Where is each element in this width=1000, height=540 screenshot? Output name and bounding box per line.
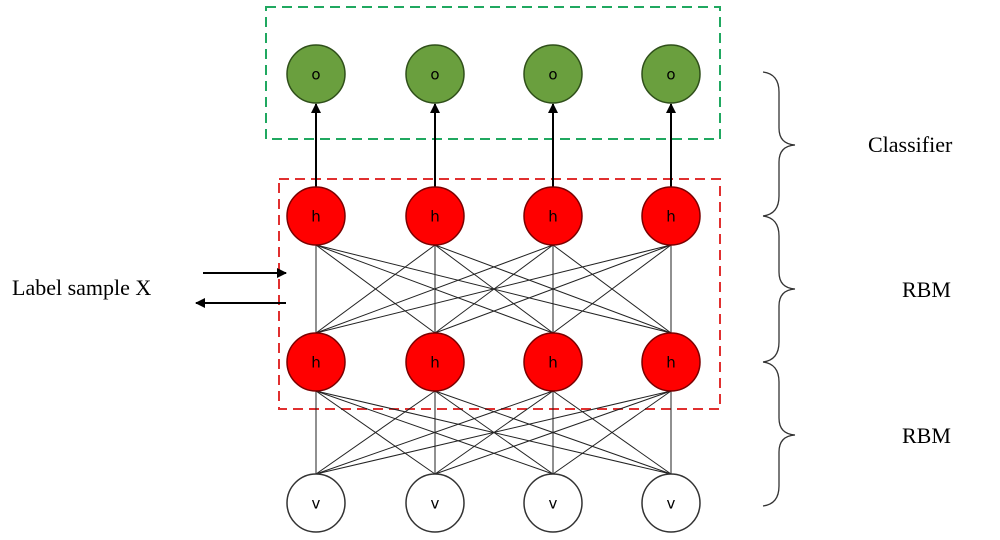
visible-node-label: v <box>431 495 440 513</box>
hidden-node-label: h <box>548 354 558 372</box>
hidden-node-circle <box>523 332 583 392</box>
output-node-circle <box>523 44 583 104</box>
edge <box>552 244 672 334</box>
hidden-node-label: h <box>311 208 321 226</box>
hidden-node-label: h <box>311 354 321 372</box>
hidden-node: h <box>405 186 465 246</box>
hidden-node-label: h <box>430 354 440 372</box>
rbm-lower-label: RBM <box>902 423 951 448</box>
hidden-node-circle <box>405 332 465 392</box>
hidden-node-label: h <box>548 208 558 226</box>
hidden-node-label: h <box>430 208 440 226</box>
edge <box>315 390 672 475</box>
output-node-circle <box>286 44 346 104</box>
hidden-node: h <box>523 332 583 392</box>
visible-node: v <box>641 473 701 533</box>
visible-hidden-edges <box>315 390 672 475</box>
hidden-node-circle <box>286 186 346 246</box>
hidden-output-arrows <box>311 103 676 187</box>
output-node-label: o <box>666 66 675 84</box>
brace-rbm-lower <box>762 361 796 507</box>
edge <box>434 390 672 475</box>
output-node: o <box>286 44 346 104</box>
output-node: o <box>405 44 465 104</box>
edge <box>315 390 554 475</box>
visible-node: v <box>405 473 465 533</box>
output-node-label: o <box>430 66 439 84</box>
hidden-node-circle <box>641 332 701 392</box>
visible-node-circle <box>523 473 583 533</box>
edge <box>315 390 436 475</box>
output-node-circle <box>641 44 701 104</box>
hidden-node: h <box>523 186 583 246</box>
output-node-label: o <box>311 66 320 84</box>
classifier-group-box <box>265 6 721 140</box>
edge <box>315 244 436 334</box>
visible-node-label: v <box>549 495 558 513</box>
output-node-circle <box>405 44 465 104</box>
rbm-upper-label: RBM <box>902 277 951 302</box>
hidden-node: h <box>641 332 701 392</box>
hidden-node-label: h <box>666 354 676 372</box>
classifier-label: Classifier <box>868 132 953 157</box>
visible-node-label: v <box>667 495 676 513</box>
hidden-hidden-edges <box>315 244 672 334</box>
hidden-node: h <box>286 332 346 392</box>
edge <box>315 244 672 334</box>
output-node: o <box>523 44 583 104</box>
visible-node-circle <box>286 473 346 533</box>
hidden-node-label: h <box>666 208 676 226</box>
visible-node-circle <box>641 473 701 533</box>
brace-classifier <box>762 71 796 217</box>
edge <box>434 244 672 334</box>
visible-node: v <box>286 473 346 533</box>
visible-node-label: v <box>312 495 321 513</box>
hidden-node-circle <box>641 186 701 246</box>
output-node-label: o <box>548 66 557 84</box>
visible-node-circle <box>405 473 465 533</box>
hidden-node: h <box>405 332 465 392</box>
output-node: o <box>641 44 701 104</box>
edge <box>552 390 672 475</box>
edge <box>315 244 554 334</box>
hidden-node-circle <box>286 332 346 392</box>
hidden-node-circle <box>405 186 465 246</box>
visible-node: v <box>523 473 583 533</box>
hidden-node: h <box>286 186 346 246</box>
hidden-node-circle <box>523 186 583 246</box>
label-sample-label: Label sample X <box>12 275 151 300</box>
brace-rbm-upper <box>762 215 796 363</box>
hidden-node: h <box>641 186 701 246</box>
